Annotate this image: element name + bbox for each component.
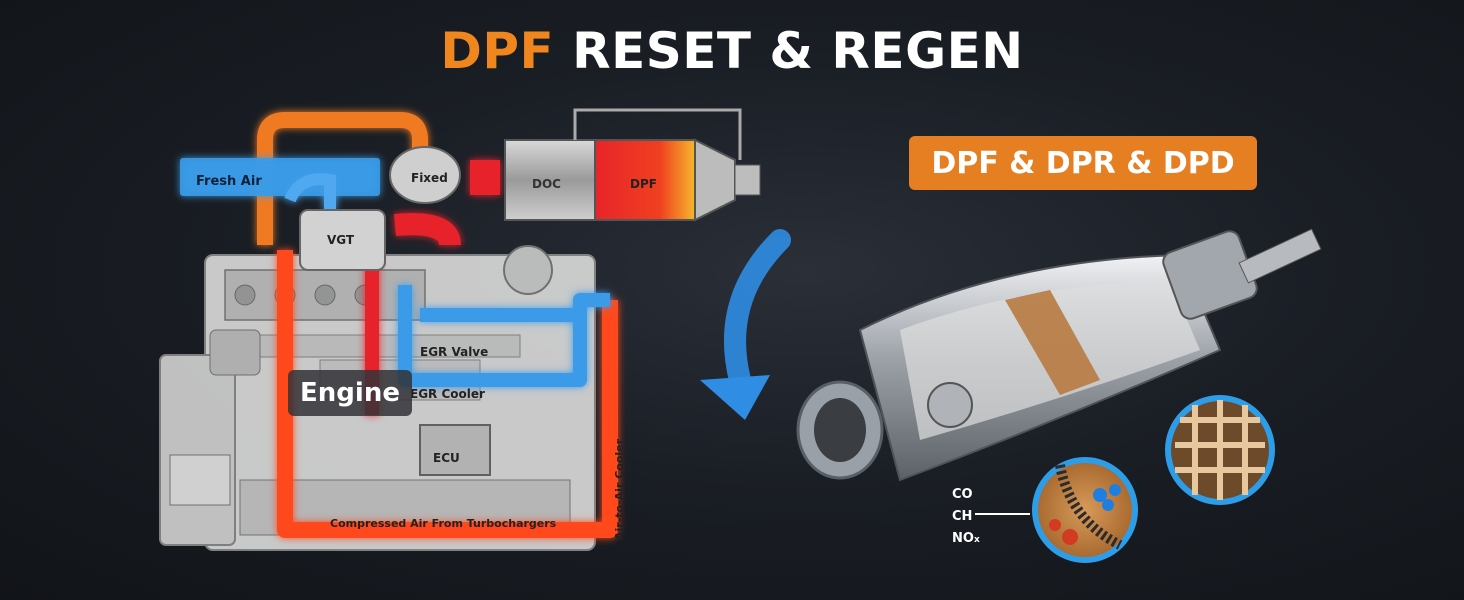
label-doc: DOC [532,177,561,191]
label-compressed-air: Compressed Air From Turbochargers [330,517,557,530]
cold-air-path [180,158,610,387]
catalytic-converter [796,228,1322,482]
honeycomb-callout [1165,395,1275,505]
flow-arrow-head [700,375,770,420]
feature-badge: DPF & DPR & DPD [909,136,1257,190]
turbocharger [299,146,461,271]
page-title: DPF RESET & REGEN [0,22,1464,80]
dpf-canister [504,108,761,222]
label-egr-valve: EGR Valve [420,345,488,359]
flow-arrow [724,229,791,391]
label-egr-cooler: EGR Cooler [410,387,485,401]
title-rest: RESET & REGEN [554,22,1024,80]
label-ecu: ECU [433,451,460,465]
label-vgt: VGT [327,233,355,247]
label-nox-sub: x [974,535,980,545]
label-co: CO [952,487,973,502]
label-air-cooler: Air-to-Air Cooler [613,438,626,540]
engine-label: Engine [288,370,412,416]
label-fresh-air: Fresh Air [196,174,262,189]
label-nox: NOx [952,531,980,546]
label-ch: CH [952,509,972,524]
soot-callout [1032,457,1138,563]
label-dpf: DPF [630,177,657,191]
title-accent: DPF [440,22,555,80]
label-nox-main: NO [952,531,974,546]
label-fixed: Fixed [411,171,448,185]
